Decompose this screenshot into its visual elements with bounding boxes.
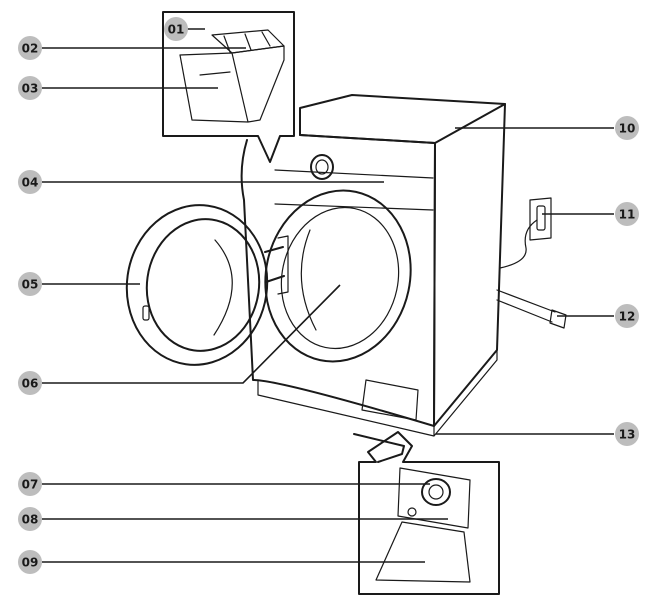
callout-13: 13 xyxy=(615,422,639,446)
callout-09-label: 09 xyxy=(22,556,39,570)
wall-socket xyxy=(530,198,551,240)
callout-08-label: 08 xyxy=(22,513,39,527)
drain-tube-end xyxy=(408,508,416,516)
callout-01-label: 01 xyxy=(168,23,185,37)
callout-03: 03 xyxy=(18,76,42,100)
inset-pointer xyxy=(354,434,404,462)
callout-04-label: 04 xyxy=(22,176,39,190)
power-cord xyxy=(500,220,537,268)
callout-01: 01 xyxy=(164,17,188,41)
drain-hose xyxy=(497,290,566,328)
plug-icon xyxy=(537,206,545,230)
callout-08: 08 xyxy=(18,507,42,531)
callout-02-label: 02 xyxy=(22,42,39,56)
callout-07: 07 xyxy=(18,472,42,496)
hose-end xyxy=(550,310,566,328)
door xyxy=(117,196,288,374)
machine-body xyxy=(242,95,505,436)
door-glass-highlight xyxy=(214,240,232,335)
control-panel-band xyxy=(275,170,433,210)
callout-13-label: 13 xyxy=(619,428,636,442)
inset-filter xyxy=(354,432,499,594)
control-dial xyxy=(311,155,333,179)
callout-11-label: 11 xyxy=(619,208,636,222)
side-panel xyxy=(434,104,505,426)
drawer-grip xyxy=(200,72,230,75)
callout-05-label: 05 xyxy=(22,278,39,292)
callout-04: 04 xyxy=(18,170,42,194)
filter-cap-inner xyxy=(429,485,443,499)
door-outer-ring xyxy=(117,196,278,374)
door-handle xyxy=(143,306,149,320)
dial-icon xyxy=(311,155,333,179)
filter-lid xyxy=(376,522,470,582)
drawer-front xyxy=(180,46,284,122)
callout-12: 12 xyxy=(615,304,639,328)
leader-06 xyxy=(42,285,340,383)
callout-07-label: 07 xyxy=(22,478,39,492)
callout-06-label: 06 xyxy=(22,377,39,391)
hose-tube xyxy=(497,290,555,322)
callout-05: 05 xyxy=(18,272,42,296)
callout-11: 11 xyxy=(615,202,639,226)
callout-03-label: 03 xyxy=(22,82,39,96)
callout-12-label: 12 xyxy=(619,310,636,324)
callout-10: 10 xyxy=(615,116,639,140)
top-panel xyxy=(300,95,505,143)
callout-06: 06 xyxy=(18,371,42,395)
callout-02: 02 xyxy=(18,36,42,60)
callout-09: 09 xyxy=(18,550,42,574)
callout-10-label: 10 xyxy=(619,122,636,136)
drum-shade xyxy=(301,230,316,330)
power-plug xyxy=(500,198,551,268)
filter-cap-icon xyxy=(422,479,450,505)
